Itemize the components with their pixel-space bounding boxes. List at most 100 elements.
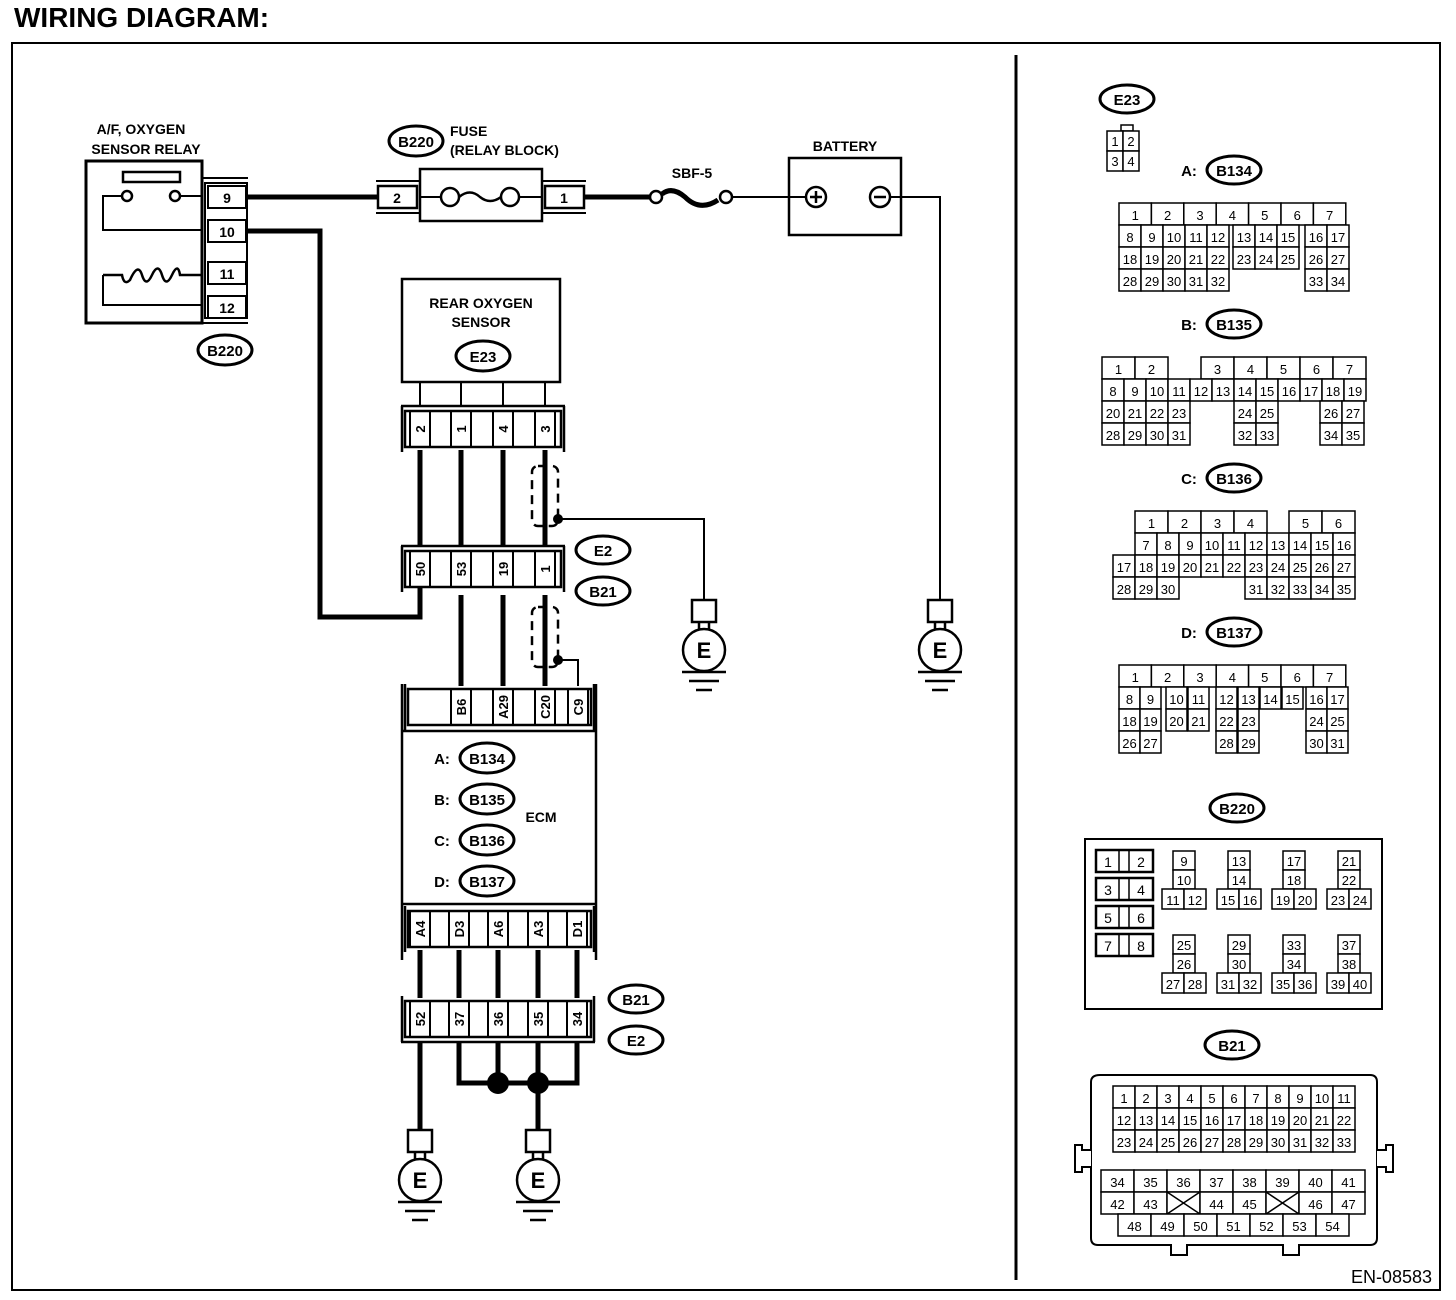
pin-number: 10: [1169, 692, 1183, 707]
pin-number: 35: [1143, 1175, 1157, 1190]
pin-number: 26: [1324, 406, 1338, 421]
svg-text:E: E: [697, 638, 712, 663]
svg-text:5: 5: [1104, 910, 1112, 926]
pin-number: 17: [1330, 692, 1344, 707]
pin-number: 31: [1172, 428, 1186, 443]
pin-label: 19: [496, 562, 511, 576]
pin-number: 21: [1205, 560, 1219, 575]
pin-number: 1: [1120, 1091, 1127, 1106]
relay-coil-icon: [103, 267, 202, 284]
pin-number: 8: [1109, 384, 1116, 399]
pin-number: 45: [1242, 1197, 1256, 1212]
pin-number: 34: [1331, 274, 1345, 289]
svg-text:20: 20: [1298, 893, 1312, 908]
pin-number: 12: [1194, 384, 1208, 399]
pin-number: 11: [1192, 692, 1206, 707]
wires-bottom-ground: [417, 1042, 580, 1130]
svg-text:26: 26: [1177, 957, 1191, 972]
pin-number: 2: [1181, 516, 1188, 531]
joint-bottom-badge-e2: [607, 1024, 665, 1056]
svg-text:B:: B:: [434, 792, 450, 809]
svg-text:37: 37: [1342, 938, 1356, 953]
svg-text:21: 21: [1342, 854, 1356, 869]
pin-number: 29: [1145, 274, 1159, 289]
ecm-connector-badge: B:B135: [434, 782, 516, 816]
svg-text:31: 31: [1221, 977, 1235, 992]
svg-text:8: 8: [1137, 938, 1145, 954]
pin-number: 15: [1285, 692, 1299, 707]
pin-number: 27: [1337, 560, 1351, 575]
pin-label: 2: [413, 425, 428, 432]
pin-label: 3: [538, 425, 553, 432]
pin-number: 5: [1280, 362, 1287, 377]
battery: BATTERY: [787, 138, 903, 237]
pin-number: 20: [1183, 560, 1197, 575]
joint-top-badge-b21: [574, 575, 632, 607]
ecm-connector-badge: D:B137: [434, 864, 516, 898]
svg-text:B136: B136: [469, 833, 505, 850]
pin-number: 29: [1139, 582, 1153, 597]
relay-pin-10: 10: [219, 224, 235, 240]
svg-text:B21: B21: [589, 584, 617, 601]
pin-number: 6: [1294, 670, 1301, 685]
pin-number: 54: [1325, 1219, 1339, 1234]
svg-text:15: 15: [1221, 893, 1235, 908]
svg-text:A:: A:: [1181, 163, 1197, 180]
pin-number: 48: [1127, 1219, 1141, 1234]
pin-number: 7: [1326, 670, 1333, 685]
pin-number: 9: [1186, 538, 1193, 553]
svg-text:13: 13: [1232, 854, 1246, 869]
pin-number: 31: [1189, 274, 1203, 289]
svg-text:B220: B220: [1219, 801, 1255, 818]
ecm-connector-badge: C:B136: [434, 823, 516, 857]
svg-text:19: 19: [1276, 893, 1290, 908]
svg-text:9: 9: [1180, 854, 1187, 869]
pin-number: 2: [1164, 208, 1171, 223]
pin-number: 16: [1282, 384, 1296, 399]
svg-text:34: 34: [1287, 957, 1301, 972]
pin-number: 25: [1330, 714, 1344, 729]
pin-number: 12: [1219, 692, 1233, 707]
svg-text:39: 39: [1331, 977, 1345, 992]
pin-number: 30: [1309, 736, 1323, 751]
pin-number: 9: [1147, 692, 1154, 707]
pin-number: 31: [1249, 582, 1263, 597]
pin-number: 32: [1211, 274, 1225, 289]
svg-text:ECM: ECM: [525, 809, 556, 825]
shield-bottom: [530, 605, 560, 669]
pin-label: 35: [531, 1012, 546, 1026]
svg-text:38: 38: [1342, 957, 1356, 972]
pin-number: 32: [1315, 1135, 1329, 1150]
pin-number: 49: [1160, 1219, 1174, 1234]
pin-number: 2: [1164, 670, 1171, 685]
pin-label: 52: [413, 1012, 428, 1026]
pin-number: 3: [1214, 362, 1221, 377]
pin-number: 30: [1271, 1135, 1285, 1150]
pin-number: 1: [1111, 134, 1118, 149]
pin-number: 22: [1211, 252, 1225, 267]
pin-number: 34: [1110, 1175, 1124, 1190]
svg-text:1: 1: [560, 190, 568, 206]
pin-label: C9: [571, 699, 586, 716]
pin-number: 40: [1308, 1175, 1322, 1190]
svg-text:33: 33: [1287, 938, 1301, 953]
pin-label: 37: [452, 1012, 467, 1026]
pin-number: 4: [1127, 154, 1134, 169]
pin-number: 14: [1161, 1113, 1175, 1128]
ground-icon: E: [917, 598, 963, 692]
pin-number: 18: [1122, 714, 1136, 729]
pin-number: 33: [1293, 582, 1307, 597]
pin-number: 53: [1292, 1219, 1306, 1234]
pin-number: 12: [1211, 230, 1225, 245]
svg-text:18: 18: [1287, 873, 1301, 888]
pin-number: 27: [1143, 736, 1157, 751]
joint-bottom-badge-b21: [607, 983, 665, 1015]
pin-number: 24: [1238, 406, 1252, 421]
